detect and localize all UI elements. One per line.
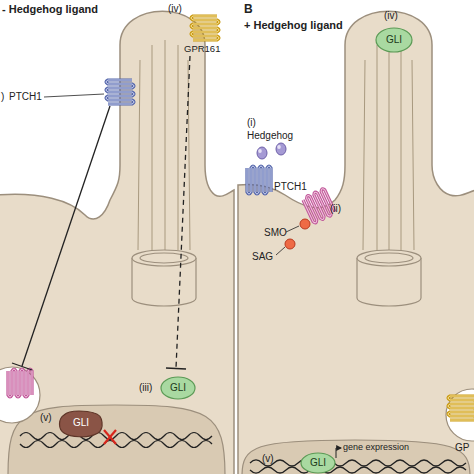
gli-protein: GLI: [58, 409, 104, 437]
gli-shape: [301, 453, 335, 473]
callout-label: (iv): [168, 4, 182, 14]
microtubules: [363, 40, 414, 250]
dna-helix: [250, 460, 466, 473]
callout-label: (v): [262, 454, 274, 464]
callout-label: (ii): [330, 204, 341, 214]
vesicle: [0, 367, 40, 423]
callout-label: PTCH1: [9, 92, 42, 102]
nucleus: [242, 440, 470, 474]
protein-name: GLI: [300, 452, 336, 474]
callout-label: - Hedgehog ligand: [2, 4, 98, 15]
sag-molecule: [285, 219, 310, 249]
gli-protein: GLI: [375, 27, 413, 53]
gli-protein: GLI: [160, 376, 196, 400]
callout-label: gene expression: [343, 443, 409, 452]
ptch1-receptor: [247, 166, 271, 194]
gli-protein: GLI: [300, 452, 336, 474]
hedgehog-ligand: [257, 143, 286, 159]
cell-body: [238, 11, 474, 474]
callout-label: SAG: [252, 252, 273, 262]
gli-shape: [376, 28, 412, 52]
protein-name: GLI: [160, 376, 196, 400]
inhibition-line: [166, 56, 190, 369]
protein-name: GLI: [58, 409, 104, 437]
red-cross: [104, 430, 116, 444]
protein-name: GLI: [375, 27, 413, 53]
gpr161-receptor: [191, 16, 219, 40]
callout-label: GPR161: [184, 44, 220, 54]
basal-body: [357, 250, 421, 306]
callout-label: (i): [247, 118, 256, 128]
gli-shape: [161, 377, 195, 399]
nucleus: [8, 405, 225, 474]
callout-label: (iii): [139, 383, 152, 393]
callout-label: PTCH1: [274, 182, 307, 192]
vesicle: [446, 389, 474, 441]
callout-label: ): [1, 92, 4, 102]
callout-label: SMO: [264, 228, 287, 238]
callout-label: (v): [40, 413, 52, 423]
callout-label: GP: [455, 443, 469, 453]
callout-label: (iv): [384, 11, 398, 21]
leader-line: [44, 94, 104, 97]
smo-receptor: [8, 369, 32, 397]
ptch1-receptor: [106, 80, 134, 104]
callout-label: Hedgehog: [247, 131, 293, 141]
gpr161-receptor: [448, 396, 474, 420]
dna-helix: [20, 433, 212, 448]
basal-body: [132, 250, 196, 306]
callout-label: B: [244, 3, 253, 15]
callout-label: + Hedgehog ligand: [244, 20, 343, 31]
inhibition-line: [12, 106, 110, 370]
expression-arrow: [336, 448, 341, 458]
